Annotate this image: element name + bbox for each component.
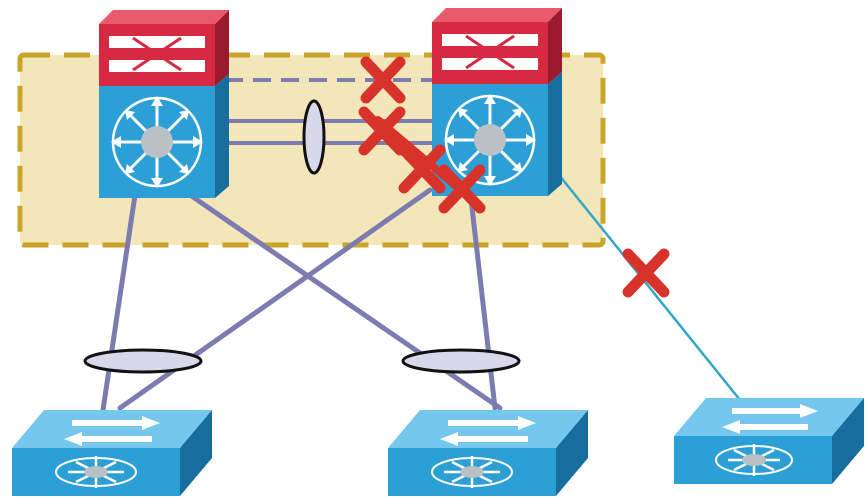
port-channel-ellipse-left (83, 348, 203, 374)
link-core-left-to-access-left (100, 192, 138, 413)
nexus-core-switch-icon (432, 8, 562, 196)
link-core-right-to-access-right (554, 169, 741, 401)
x-failure-icon (622, 248, 670, 298)
x-failure-icon (360, 56, 406, 104)
port-channel-ellipse-middle (401, 348, 521, 374)
access-switch-icon (674, 398, 864, 484)
nexus-core-switch-icon (99, 10, 229, 198)
x-failure-icon (358, 106, 406, 156)
failed-link-slash (374, 116, 474, 202)
peer-link-port-channel-ellipse (302, 99, 326, 175)
x-failure-icon (398, 144, 446, 194)
access-switch-icon (12, 410, 212, 496)
access-switch-icon (388, 410, 588, 496)
